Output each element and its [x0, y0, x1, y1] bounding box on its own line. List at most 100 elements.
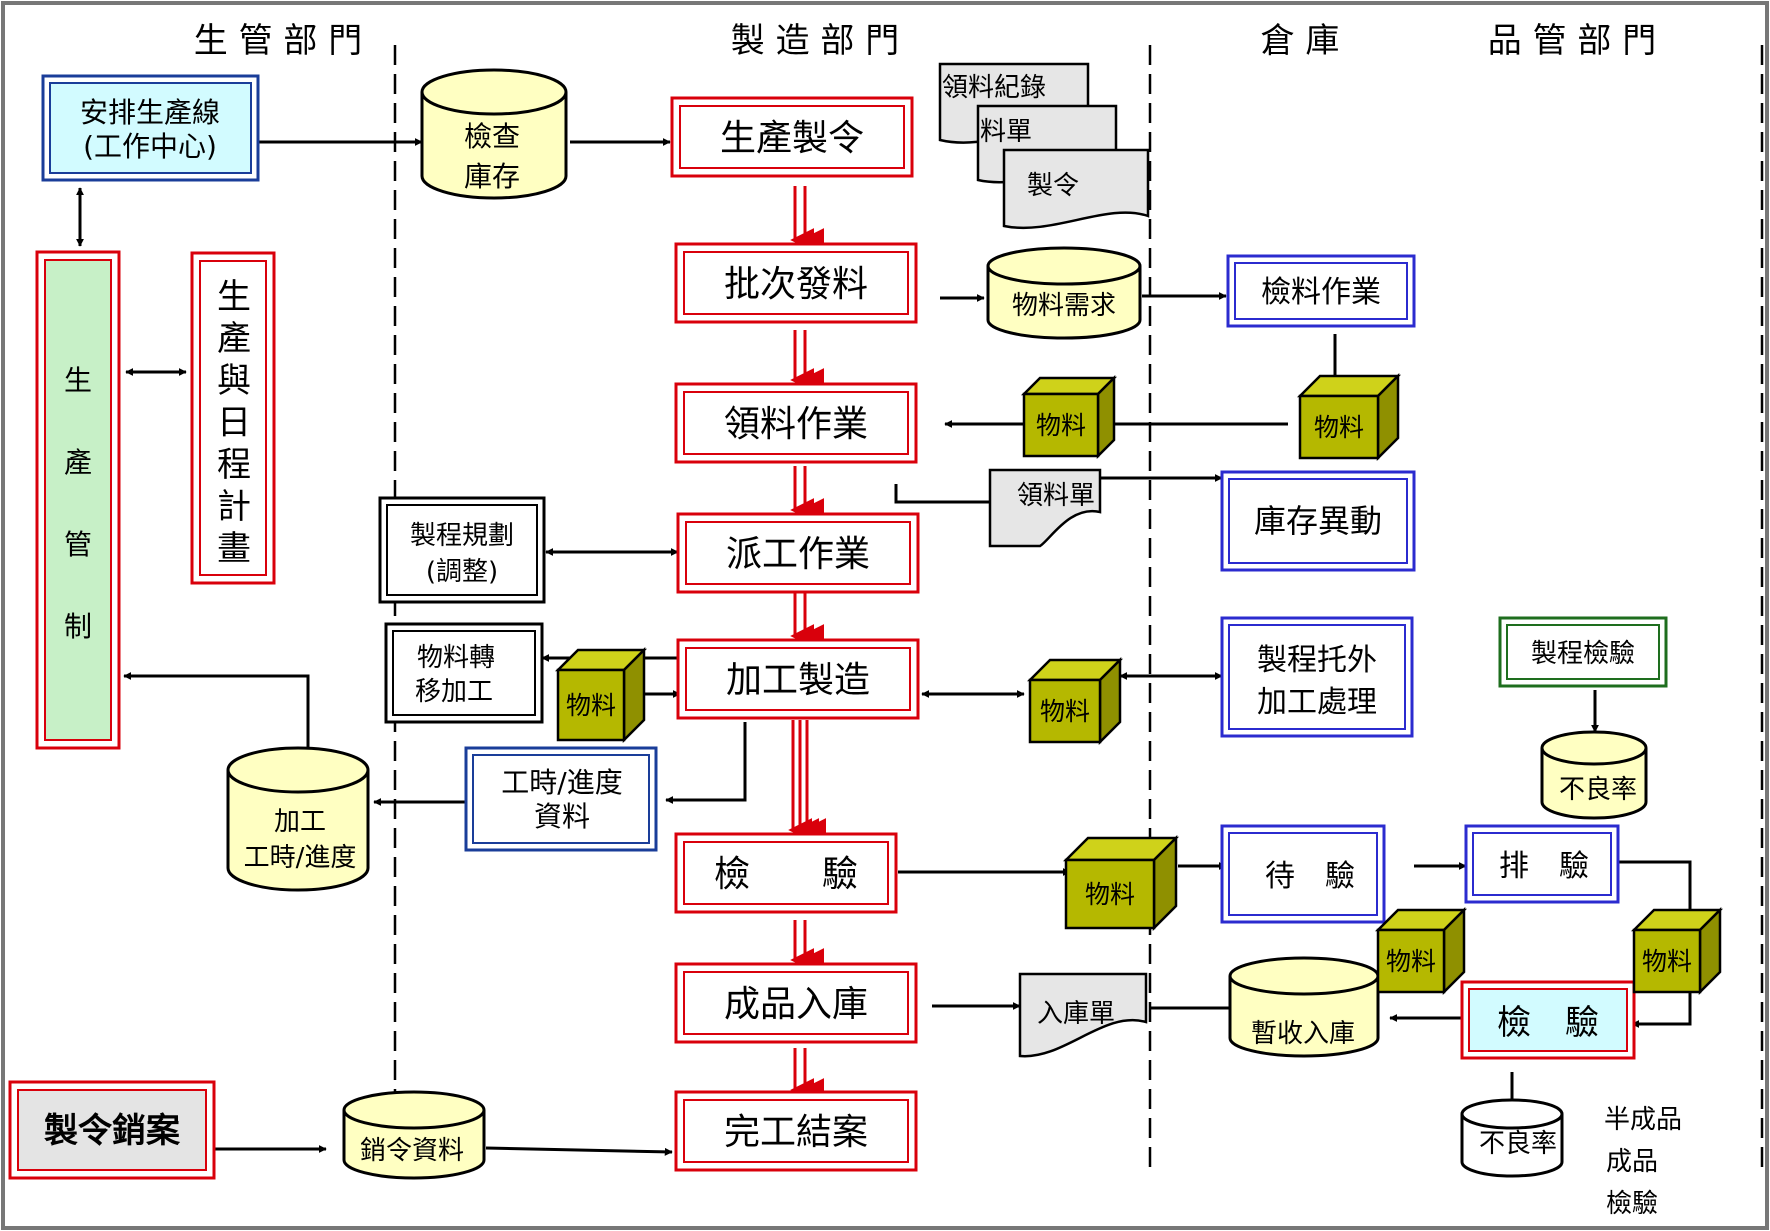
cube-material-inspection-label: 物料: [1085, 880, 1135, 909]
material-transfer-label-1: 物料轉: [417, 643, 495, 673]
inventory-check-label-1: 檢查: [464, 120, 520, 153]
order-close-label: 製令銷案: [44, 1111, 181, 1151]
step-finished-goods-receipt[interactable]: 成品入庫: [674, 962, 918, 1044]
pending-inspection-box[interactable]: 待 驗: [1220, 824, 1386, 924]
material-demand-database[interactable]: 物料需求: [986, 246, 1142, 340]
receipt-slip-label: 入庫單: [1037, 999, 1115, 1029]
receipt-slip-document: 入庫單: [1018, 972, 1148, 1058]
temp-receipt-label: 暫收入庫: [1251, 1019, 1355, 1049]
schedule-inspection-box[interactable]: 排 驗: [1464, 824, 1620, 904]
cube-material-qc-label: 物料: [1642, 947, 1692, 976]
step-completion-label: 完工結案: [724, 1112, 868, 1153]
control-char-3: 管: [64, 528, 92, 561]
material-transfer-label-2: 移加工: [415, 677, 493, 707]
cube-material-inspection: 物料: [1062, 834, 1180, 932]
close-data-label: 銷令資料: [360, 1136, 464, 1166]
cube-material-check-label: 物料: [1314, 413, 1364, 442]
step-completion[interactable]: 完工結案: [674, 1090, 918, 1172]
schedule-char-3: 與: [217, 361, 251, 401]
material-check-label: 檢料作業: [1261, 275, 1381, 310]
qc-note-inspection: 檢驗: [1606, 1189, 1658, 1219]
qc-note-semi-finished: 半成品: [1604, 1105, 1682, 1135]
step-production-order[interactable]: 生產製令: [670, 96, 914, 178]
header-warehouse: 倉 庫: [1261, 21, 1340, 61]
cube-material-transfer: 物料: [554, 646, 648, 744]
step-material-requisition[interactable]: 領料作業: [674, 382, 918, 464]
inventory-check-label-2: 庫存: [464, 160, 520, 193]
step-batch-issue[interactable]: 批次發料: [674, 242, 918, 324]
production-control-box[interactable]: 生 產 管 制: [35, 250, 121, 750]
inventory-check-database[interactable]: 檢查 庫存: [420, 68, 568, 200]
material-transfer-box[interactable]: 物料轉 移加工: [384, 622, 544, 724]
cube-material-requisition: 物料: [1020, 374, 1118, 460]
arrange-line-label-2: (工作中心): [83, 130, 217, 163]
qc-inspection-box[interactable]: 檢 驗: [1460, 980, 1636, 1060]
schedule-char-7: 畫: [217, 529, 251, 569]
temp-receipt-database[interactable]: 暫收入庫: [1228, 956, 1380, 1058]
hours-data-label-1: 工時/進度: [501, 766, 622, 799]
inventory-change-label: 庫存異動: [1254, 502, 1382, 540]
doc-issue-record: 領料紀錄: [942, 73, 1046, 103]
arrange-production-line-box[interactable]: 安排生產線 (工作中心): [41, 74, 260, 182]
header-production-control: 生 管 部 門: [194, 21, 362, 61]
cube-material-check: 物料: [1296, 372, 1402, 462]
cube-material-temp-receipt: 物料: [1374, 906, 1468, 996]
process-plan-box[interactable]: 製程規劃 (調整): [378, 496, 546, 604]
material-cubes: 物料物料物料物料物料物料物料: [554, 372, 1724, 996]
control-char-2: 產: [64, 446, 92, 479]
arrange-line-label-1: 安排生產線: [80, 96, 220, 129]
processing-hours-database[interactable]: 加工 工時/進度: [226, 746, 370, 892]
defect-rate-2-label: 不良率: [1479, 1129, 1557, 1159]
step-dispatch-label: 派工作業: [726, 534, 870, 575]
cube-material-outsource-label: 物料: [1040, 697, 1090, 726]
outsource-box[interactable]: 製程托外 加工處理: [1220, 616, 1414, 738]
step-dispatch[interactable]: 派工作業: [676, 512, 920, 594]
qc-inspection-label: 檢 驗: [1497, 1003, 1599, 1043]
schedule-inspection-label: 排 驗: [1499, 849, 1589, 884]
control-char-4: 制: [64, 610, 92, 643]
qc-note-finished: 成品: [1606, 1147, 1658, 1177]
order-close-box[interactable]: 製令銷案: [8, 1080, 216, 1180]
schedule-char-2: 產: [217, 319, 251, 359]
production-schedule-box[interactable]: 生 產 與 日 程 計 畫: [190, 251, 276, 585]
outsource-label-2: 加工處理: [1257, 685, 1377, 720]
step-batch-issue-label: 批次發料: [724, 264, 868, 305]
defect-rate-database[interactable]: 不良率: [1540, 730, 1648, 820]
cube-material-qc: 物料: [1630, 906, 1724, 996]
step-manufacturing[interactable]: 加工製造: [676, 638, 920, 720]
step-material-requisition-label: 領料作業: [724, 404, 868, 445]
step-inspection-label: 檢 驗: [714, 854, 858, 895]
schedule-char-1: 生: [217, 277, 251, 317]
close-data-database[interactable]: 銷令資料: [342, 1090, 486, 1180]
defect-rate-database-2[interactable]: 不良率: [1460, 1098, 1564, 1178]
connectors: [76, 138, 1692, 1156]
material-check-box[interactable]: 檢料作業: [1226, 254, 1416, 328]
cube-material-requisition-label: 物料: [1036, 411, 1086, 440]
step-production-order-label: 生產製令: [720, 118, 864, 159]
doc-material-slip: 料單: [980, 117, 1032, 147]
issue-slip-document: 領料單: [988, 468, 1102, 548]
process-inspection-box[interactable]: 製程檢驗: [1498, 616, 1668, 688]
step-manufacturing-label: 加工製造: [726, 660, 870, 701]
department-dividers: [393, 45, 1764, 1175]
step-inspection[interactable]: 檢 驗: [674, 832, 898, 914]
process-inspection-label: 製程檢驗: [1531, 639, 1635, 669]
material-demand-label: 物料需求: [1012, 291, 1116, 321]
process-plan-label-1: 製程規劃: [410, 521, 514, 551]
control-char-1: 生: [64, 364, 92, 397]
schedule-char-5: 程: [217, 445, 251, 485]
step-finished-goods-receipt-label: 成品入庫: [724, 984, 868, 1025]
cube-material-temp-receipt-label: 物料: [1386, 947, 1436, 976]
hours-db-label-2: 工時/進度: [244, 843, 357, 873]
hours-db-label-1: 加工: [274, 807, 326, 837]
document-stack: 領料紀錄 料單 製令: [938, 62, 1150, 230]
pending-inspection-label: 待 驗: [1265, 859, 1355, 894]
issue-slip-label: 領料單: [1017, 481, 1095, 511]
inventory-change-box[interactable]: 庫存異動: [1220, 470, 1416, 572]
header-manufacturing: 製 造 部 門: [731, 21, 899, 61]
defect-rate-label: 不良率: [1559, 775, 1637, 805]
hours-data-box[interactable]: 工時/進度 資料: [464, 746, 658, 852]
cube-material-outsource: 物料: [1026, 656, 1124, 746]
cube-material-transfer-label: 物料: [566, 691, 616, 720]
